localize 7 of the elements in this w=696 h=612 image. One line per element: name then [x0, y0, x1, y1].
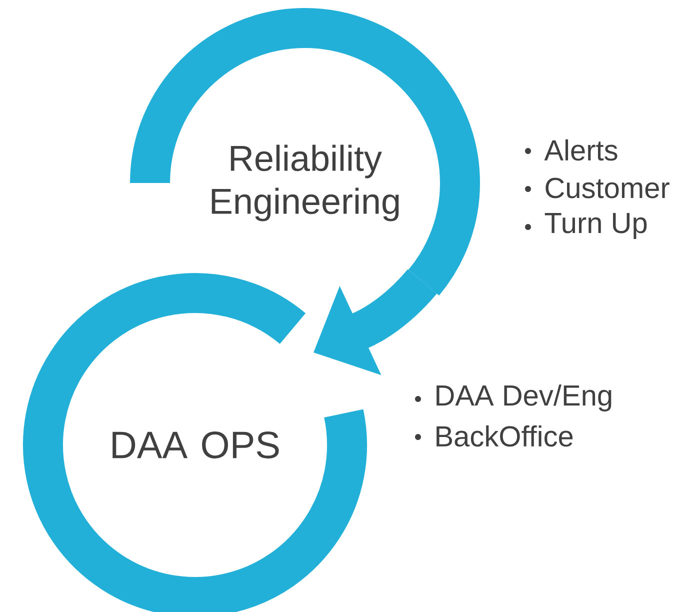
node-label: Reliability Engineering: [212, 144, 399, 222]
bullet-item: Turn Up: [544, 213, 647, 239]
node-label: DAA OPS: [112, 432, 279, 458]
bullet-item: Alerts: [544, 139, 618, 161]
bullet-item: BackOffice: [436, 425, 573, 447]
bullet-item: DAA Dev/Eng: [436, 384, 612, 412]
bullet-item: Customer: [546, 178, 670, 198]
